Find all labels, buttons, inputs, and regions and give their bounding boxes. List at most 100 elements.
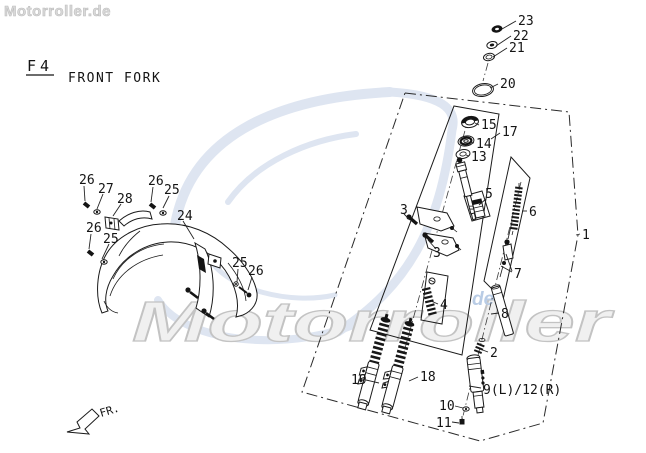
part-label-17: 17 (502, 125, 518, 140)
leader-line-24 (182, 220, 195, 240)
figure-code: F4 (27, 57, 53, 75)
leader-line-13 (465, 154, 470, 157)
leader-line-26 (88, 233, 92, 250)
part-label-14: 14 (476, 137, 492, 152)
spring-seat-drawing (478, 337, 486, 342)
leader-line-26 (247, 276, 253, 291)
part-label-5: 5 (485, 187, 493, 202)
centerline-stem-axis (403, 115, 470, 353)
washer-drawing (486, 41, 498, 49)
leader-line-15 (474, 122, 480, 126)
leader-line-23 (501, 20, 517, 30)
part-label-7: 7 (514, 267, 522, 282)
bearing-top-drawing (461, 115, 479, 129)
fender-bolt (201, 308, 207, 314)
fork-assembly-left-drawing (357, 313, 391, 411)
leader-line-18 (408, 376, 419, 382)
clamp-bolt-lower (422, 232, 428, 238)
axle-bolt-drawing (459, 416, 465, 425)
part-label-28: 28 (117, 192, 133, 207)
triple-clamp-drawing (406, 206, 462, 257)
leader-line-27 (96, 193, 104, 210)
leader-line-25 (236, 268, 239, 283)
part-label-19: 19 (351, 373, 367, 388)
leader-line-22 (495, 35, 512, 47)
leader-line-14 (469, 141, 475, 144)
part-label-3: 3 (400, 203, 408, 218)
part-label-27: 27 (98, 182, 114, 197)
leader-line-3 (403, 213, 411, 221)
leader-lines-layer (83, 20, 581, 424)
leader-line-11 (451, 421, 460, 424)
leader-line-1 (575, 233, 581, 236)
fender-bolt (246, 292, 252, 298)
part-label-26: 26 (79, 173, 95, 188)
part-label-1: 1 (582, 228, 590, 243)
part-label-6: 6 (529, 205, 537, 220)
steering-stem-drawing (455, 157, 477, 221)
leader-line-7 (500, 265, 513, 273)
fork-tube-drawing (490, 284, 514, 337)
part-label-10: 10 (439, 399, 455, 414)
leader-line-9-L-12-R (468, 385, 482, 389)
part-label-4: 4 (440, 298, 448, 313)
lower-fork-leg-drawing (466, 354, 485, 414)
direction-arrow-icon: FR. (66, 402, 121, 435)
leader-line-26 (83, 185, 86, 202)
leader-line-28 (112, 203, 122, 217)
part-label-20: 20 (500, 77, 516, 92)
part-label-25: 25 (232, 256, 248, 271)
brand-text: Motorroller.de (4, 3, 111, 20)
bearing-race-drawing (457, 135, 475, 147)
axle-washer-drawing (462, 406, 470, 412)
rebound-spring-drawing (473, 342, 485, 356)
part-label-23: 23 (518, 14, 534, 29)
inner-box-stem-assembly (369, 105, 500, 356)
cable-guide-strap-drawing (118, 210, 153, 227)
seal-ring-drawing (455, 148, 471, 160)
dust-seal-ring-drawing (472, 83, 494, 97)
leader-line-7 (505, 253, 513, 272)
part-label-25: 25 (103, 232, 119, 247)
leader-line-19 (365, 379, 380, 384)
leader-line-17 (490, 132, 501, 140)
leader-line-25 (162, 195, 170, 209)
watermark-suffix: de (472, 289, 495, 310)
part-label-9-L-12-R: 9(L)/12(R) (483, 383, 561, 398)
leader-line-8 (490, 312, 500, 315)
lock-cylinder-drawing (471, 198, 486, 219)
part-label-2: 2 (490, 346, 498, 361)
steering-nut-drawing (491, 25, 503, 33)
part-label-25: 25 (164, 183, 180, 198)
part-label-26: 26 (248, 264, 264, 279)
part-label-18: 18 (420, 370, 436, 385)
inner-box-part4 (420, 271, 449, 325)
outer-boundary (301, 92, 579, 442)
inner-box-part5 (463, 190, 491, 222)
fork-assembly-right-drawing (381, 317, 415, 415)
part-label-8: 8 (501, 307, 509, 322)
fender-bolt (185, 287, 191, 293)
leader-line-25 (101, 243, 110, 260)
leader-line-26 (150, 186, 154, 203)
centerline-cap-axis (482, 62, 489, 82)
leader-line-21 (492, 47, 508, 58)
leader-line-5 (478, 198, 487, 206)
damper-rod-drawing (499, 221, 514, 278)
part-label-24: 24 (177, 209, 193, 224)
figure-header: F4 FRONT FORK (26, 57, 161, 86)
leader-line-2 (479, 348, 489, 353)
figure-title: FRONT FORK (68, 71, 161, 86)
fender-mount-hardware (82, 201, 167, 265)
part-label-3: 3 (433, 246, 441, 261)
leader-line-20 (489, 83, 499, 89)
part-label-21: 21 (509, 41, 525, 56)
leader-line-10 (454, 405, 464, 409)
inner-box-damper-assembly (483, 155, 531, 301)
leader-line-4 (430, 300, 439, 305)
direction-arrow-label: FR. (98, 402, 121, 420)
part-label-11: 11 (436, 416, 452, 431)
